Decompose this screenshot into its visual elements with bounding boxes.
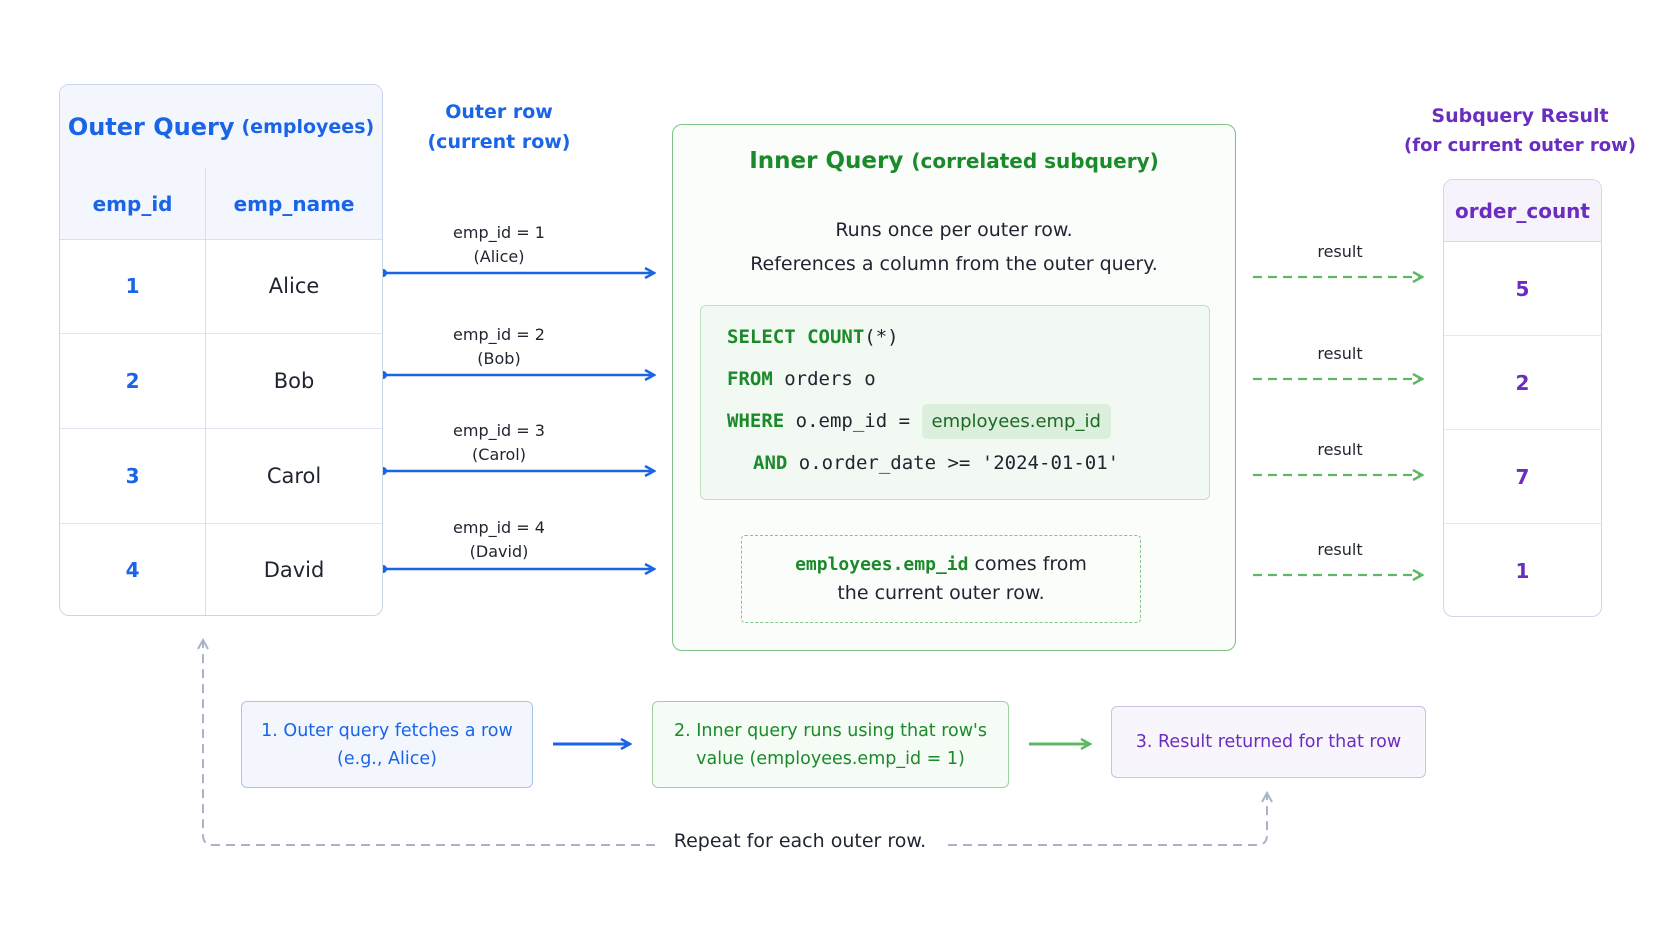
column-header-order-count: order_count [1444,180,1601,242]
subquery-result-title: Subquery Result [1431,105,1609,127]
code-line-from: FROM orders o [727,368,876,390]
arrow-label-line1: emp_id = 1 [453,223,545,242]
emp-id-cell: 2 [60,333,207,428]
emp-id-cell: 3 [60,428,207,523]
note-column-name: employees.emp_id [795,554,969,575]
arrow-label-line2: (Carol) [472,445,526,464]
result-label: result [1317,344,1363,363]
outer-query-title-text: Outer Query [67,112,235,141]
table-row: 4 David [60,523,382,615]
subquery-result-table: order_count 5 2 7 1 [1443,179,1602,617]
outer-row-label-line1: Outer row [445,101,553,123]
arrow-label: emp_id = 4 (David) [419,516,579,564]
step-1-line1: 1. Outer query fetches a row [261,720,513,741]
step-1-box: 1. Outer query fetches a row (e.g., Alic… [241,701,533,788]
outer-query-subtitle: (employees) [241,115,375,138]
inner-desc-line2: References a column from the outer query… [750,253,1158,275]
sql-keyword: WHERE [727,410,785,432]
result-label: result [1317,540,1363,559]
emp-id-cell: 4 [60,523,207,615]
step-1-line2: (e.g., Alice) [337,748,437,769]
arrow-label: emp_id = 3 (Carol) [419,419,579,467]
step-3-box: 3. Result returned for that row [1111,706,1426,778]
correlated-column-highlight: employees.emp_id [921,404,1111,439]
repeat-label: Repeat for each outer row. [660,830,940,852]
sql-text: o.order_date >= '2024-01-01' [798,452,1120,474]
inner-query-box: Inner Query (correlated subquery) Runs o… [672,124,1236,651]
table-row: 2 Bob [60,333,382,429]
arrow-label-line1: emp_id = 3 [453,421,545,440]
result-value-cell: 7 [1444,430,1601,524]
inner-query-description: Runs once per outer row. References a co… [673,213,1235,281]
inner-query-title-text: Inner Query [749,148,904,174]
outer-row-label-line2: (current row) [427,131,571,153]
code-line-select: SELECT COUNT(*) [727,326,899,348]
emp-name-cell: Bob [273,368,315,393]
arrow-label-line1: emp_id = 4 [453,518,545,537]
result-label: result [1317,440,1363,459]
column-header-emp-name: emp_name [233,191,355,216]
row-arrows [379,269,654,573]
subquery-result-label: Subquery Result (for current outer row) [1400,101,1640,161]
outer-query-header: emp_id emp_name [60,168,382,240]
arrow-label-line2: (Bob) [477,349,521,368]
result-value-cell: 1 [1515,559,1530,583]
result-label: result [1317,242,1363,261]
inner-desc-line1: Runs once per outer row. [835,219,1073,241]
note-text-line2: the current outer row. [837,582,1045,604]
correlation-note: employees.emp_id comes from the current … [741,535,1141,623]
sql-keyword: SELECT [727,326,796,348]
step-2-line1: 2. Inner query runs using that row's [674,720,987,741]
outer-row-label: Outer row (current row) [419,97,579,157]
sql-text: orders o [784,368,876,390]
code-line-where: WHERE o.emp_id = employees.emp_id [727,404,1111,439]
emp-name-cell: Carol [266,463,322,488]
emp-name-cell: David [263,558,325,582]
sql-text: (*) [864,326,899,348]
step-2-line2: value (employees.emp_id = 1) [696,748,965,769]
sql-text: o.emp_id = [795,410,911,432]
sql-code-block: SELECT COUNT(*) FROM orders o WHERE o.em… [700,305,1210,500]
arrow-label-line1: emp_id = 2 [453,325,545,344]
arrow-label-line2: (David) [469,542,529,561]
note-text: comes from [974,553,1087,575]
column-header-emp-id: emp_id [60,168,207,239]
sql-keyword: AND [753,452,788,474]
result-arrows [1253,277,1422,575]
subquery-result-subtitle: (for current outer row) [1404,135,1636,156]
step-2-box: 2. Inner query runs using that row's val… [652,701,1009,788]
code-line-and: AND o.order_date >= '2024-01-01' [753,452,1119,474]
inner-query-title: Inner Query (correlated subquery) [673,148,1235,174]
result-value-cell: 2 [1444,336,1601,430]
table-row: 1 Alice [60,239,382,334]
outer-query-table: Outer Query (employees) emp_id emp_name … [59,84,383,616]
arrow-label: emp_id = 1 (Alice) [419,221,579,269]
sql-keyword: FROM [727,368,773,390]
result-value-cell: 5 [1444,242,1601,336]
inner-query-subtitle: (correlated subquery) [911,149,1159,173]
sql-keyword: COUNT [807,326,865,348]
emp-name-cell: Alice [268,274,320,298]
outer-query-title: Outer Query (employees) [60,85,382,169]
arrow-label: emp_id = 2 (Bob) [419,323,579,371]
arrow-label-line2: (Alice) [473,247,525,266]
table-row: 3 Carol [60,428,382,524]
repeat-loop [203,640,1267,846]
emp-id-cell: 1 [60,239,207,333]
